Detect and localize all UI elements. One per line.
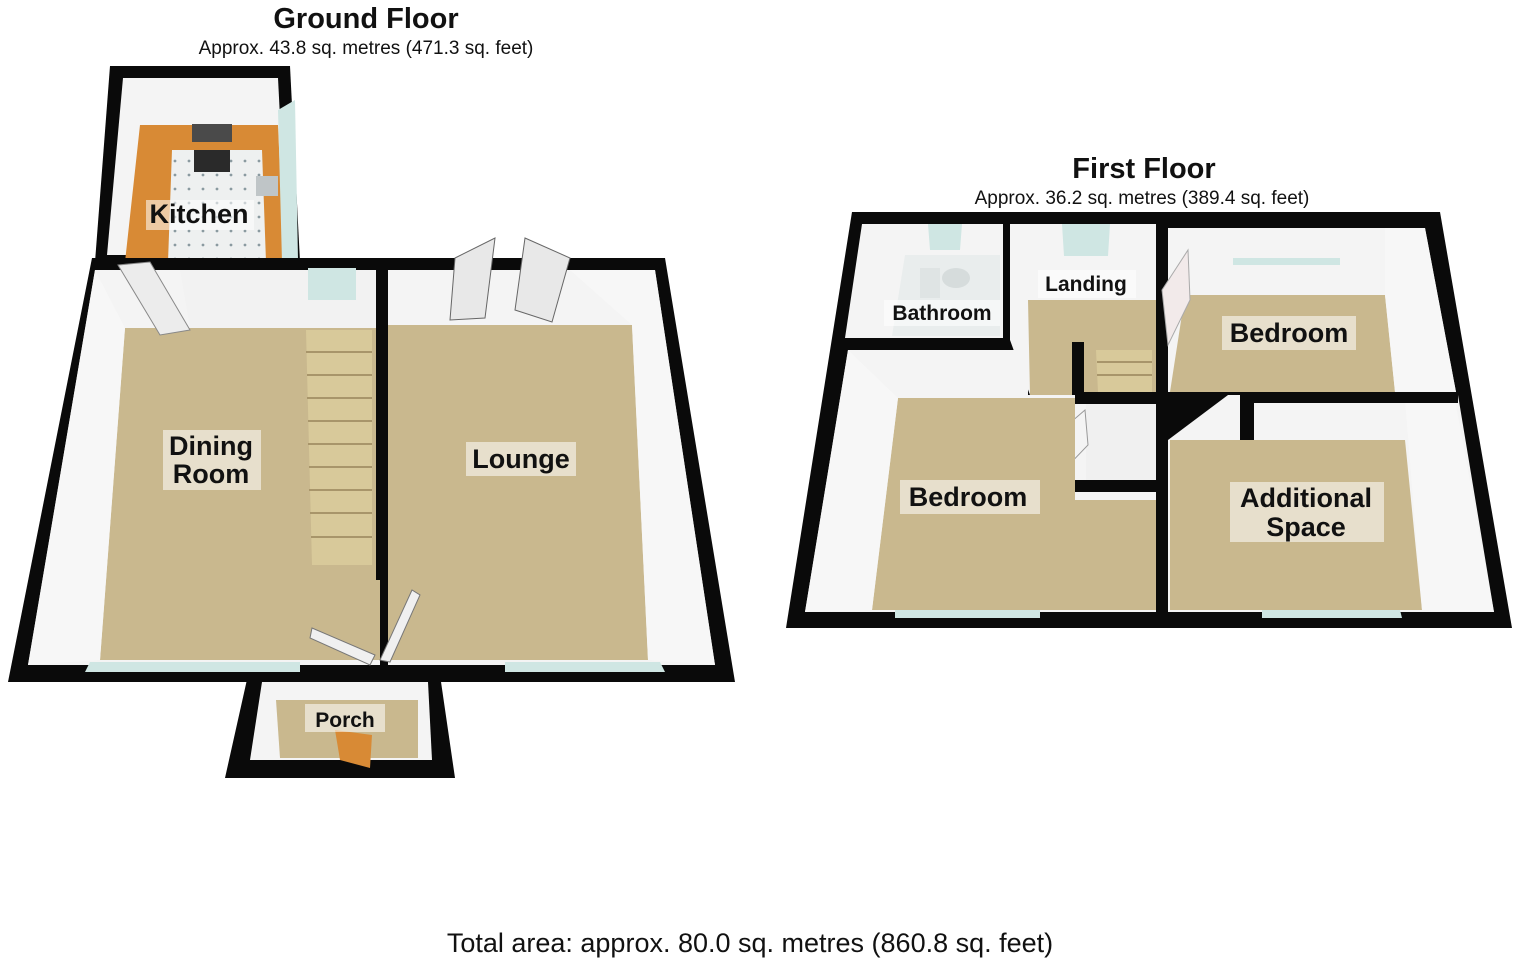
- bedroom-rear-window: [895, 610, 1040, 618]
- stair-wall: [376, 258, 388, 580]
- first-floor-title: First Floor: [1072, 153, 1215, 185]
- ground-floor-area: Approx. 43.8 sq. metres (471.3 sq. feet): [199, 38, 534, 59]
- lounge-door: [379, 589, 421, 663]
- first-floor-plan: First Floor Approx. 36.2 sq. metres (389…: [786, 153, 1512, 628]
- bedroom-front-room: Bedroom: [1161, 228, 1456, 392]
- kitchen-label: Kitchen: [149, 199, 248, 229]
- lounge-french-door-left: [449, 237, 496, 321]
- lounge-french-door-right: [514, 237, 571, 323]
- bedroom-rear-room: Bedroom: [805, 350, 1158, 618]
- dining-room-label-line2: Room: [173, 459, 250, 489]
- first-floor-stairs: [1096, 350, 1152, 392]
- first-floor-partition: [1156, 222, 1168, 622]
- bedroom-rear-label: Bedroom: [909, 482, 1028, 512]
- additional-space-room: Additional: [1168, 392, 1494, 618]
- porch-inner-door: [309, 627, 376, 666]
- airing-cupboard: [1086, 404, 1156, 480]
- dining-room-label-line1: Dining: [169, 431, 253, 461]
- ground-floor-title: Ground Floor: [273, 3, 458, 35]
- bedroom-door: [1161, 248, 1191, 347]
- total-area: Total area: approx. 80.0 sq. metres (860…: [447, 928, 1053, 958]
- hob-icon: [192, 124, 232, 142]
- kitchen-window: [278, 100, 298, 262]
- dining-window: [308, 268, 356, 300]
- sink-icon: [256, 176, 278, 196]
- kitchen-room: Kitchen: [95, 66, 300, 262]
- oven-icon: [194, 150, 230, 172]
- bedroom-front-label: Bedroom: [1230, 318, 1349, 348]
- porch-label: Porch: [315, 709, 375, 732]
- landing-label: Landing: [1045, 273, 1127, 296]
- porch-front-door: [335, 730, 372, 768]
- lounge-room: Lounge: [388, 237, 715, 665]
- toilet-icon: [920, 268, 940, 298]
- bathroom-room: Bathroom: [845, 224, 1003, 338]
- front-window-left: [85, 662, 300, 672]
- additional-space-window: [1262, 610, 1402, 618]
- porch-room: Porch: [225, 675, 455, 778]
- additional-space-label-line1: Additional: [1240, 483, 1372, 513]
- additional-space-label-line2: Space: [1266, 512, 1346, 542]
- front-window-right: [505, 662, 665, 672]
- bathroom-window: [928, 224, 962, 250]
- staircase: [306, 258, 388, 580]
- kitchen-door: [117, 261, 191, 336]
- lounge-label: Lounge: [472, 444, 569, 474]
- bedroom-front-window: [1233, 258, 1340, 265]
- landing-window: [1062, 224, 1110, 256]
- ground-floor-plan: Ground Floor Approx. 43.8 sq. metres (47…: [8, 3, 735, 778]
- bathroom-label: Bathroom: [892, 302, 991, 325]
- first-floor-area: Approx. 36.2 sq. metres (389.4 sq. feet): [975, 188, 1310, 209]
- basin-icon: [942, 268, 970, 288]
